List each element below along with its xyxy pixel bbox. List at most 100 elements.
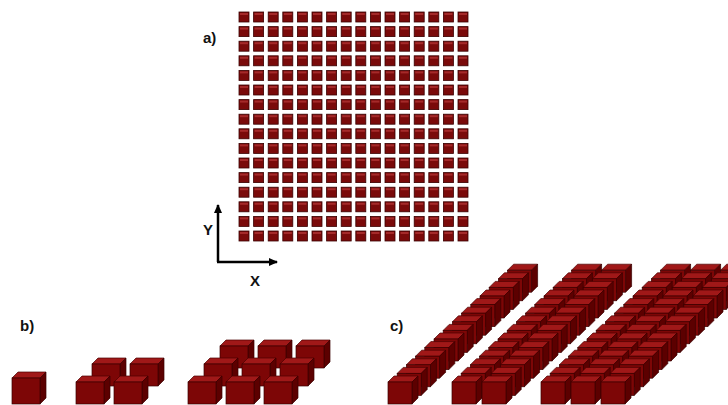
square-highlight	[298, 28, 306, 30]
grid-square	[239, 143, 249, 153]
square-highlight	[357, 232, 365, 234]
grid-square	[341, 41, 351, 51]
grid-square	[312, 187, 322, 197]
square-highlight	[430, 188, 438, 190]
grid-square	[370, 231, 380, 241]
grid-square	[370, 41, 380, 51]
grid-square	[341, 27, 351, 37]
cube-side	[486, 307, 492, 335]
square-highlight	[357, 174, 365, 176]
square-highlight	[444, 28, 452, 30]
square-highlight	[342, 42, 350, 44]
square-highlight	[430, 71, 438, 73]
cube-side	[565, 376, 571, 404]
square-highlight	[459, 159, 467, 161]
square-highlight	[240, 232, 248, 234]
square-highlight	[401, 42, 409, 44]
grid-square	[239, 187, 249, 197]
grid-square	[429, 114, 439, 124]
square-highlight	[342, 217, 350, 219]
square-highlight	[386, 13, 394, 15]
grid-square	[239, 12, 249, 22]
grid-square	[356, 231, 366, 241]
grid-square	[268, 173, 278, 183]
square-highlight	[240, 188, 248, 190]
grid-square	[356, 27, 366, 37]
square-highlight	[284, 86, 292, 88]
grid-square	[443, 56, 453, 66]
grid-square	[400, 158, 410, 168]
grid-square	[239, 173, 249, 183]
square-highlight	[415, 188, 423, 190]
square-highlight	[444, 130, 452, 132]
square-highlight	[342, 174, 350, 176]
grid-square	[312, 85, 322, 95]
square-highlight	[269, 86, 277, 88]
square-highlight	[255, 203, 263, 205]
square-highlight	[284, 42, 292, 44]
cube-side	[689, 316, 695, 344]
grid-square	[458, 114, 468, 124]
square-highlight	[430, 144, 438, 146]
square-highlight	[459, 101, 467, 103]
square-highlight	[430, 101, 438, 103]
grid-square	[458, 187, 468, 197]
grid-square	[327, 114, 337, 124]
grid-square	[341, 143, 351, 153]
grid-square	[327, 100, 337, 110]
grid-square	[268, 202, 278, 212]
square-highlight	[284, 28, 292, 30]
square-highlight	[298, 217, 306, 219]
grid-square	[327, 187, 337, 197]
grid-square	[239, 216, 249, 226]
cube-side	[671, 333, 677, 361]
grid-square	[312, 70, 322, 80]
grid-square	[458, 143, 468, 153]
grid-square	[312, 56, 322, 66]
cube-side	[595, 376, 601, 404]
square-highlight	[240, 130, 248, 132]
grid-square	[268, 143, 278, 153]
cube-front	[388, 382, 412, 404]
square-highlight	[342, 159, 350, 161]
grid-square	[443, 158, 453, 168]
square-highlight	[328, 42, 336, 44]
square-highlight	[284, 217, 292, 219]
square-highlight	[415, 115, 423, 117]
grid-square	[458, 70, 468, 80]
square-highlight	[444, 71, 452, 73]
square-highlight	[415, 42, 423, 44]
square-highlight	[240, 159, 248, 161]
square-highlight	[357, 203, 365, 205]
grid-square	[297, 114, 307, 124]
grid-square	[268, 85, 278, 95]
grid-square	[239, 56, 249, 66]
x-axis	[217, 261, 277, 264]
square-highlight	[240, 13, 248, 15]
grid-square	[297, 216, 307, 226]
grid-square	[327, 158, 337, 168]
grid-square	[254, 12, 264, 22]
square-highlight	[284, 144, 292, 146]
cube-side	[589, 299, 595, 327]
square-highlight	[269, 203, 277, 205]
grid-square	[429, 187, 439, 197]
grid-square	[312, 114, 322, 124]
grid-square	[356, 85, 366, 95]
square-highlight	[240, 71, 248, 73]
cube-side	[430, 359, 436, 387]
grid-square	[429, 56, 439, 66]
grid-square	[370, 100, 380, 110]
cube-front	[114, 382, 142, 404]
grid-square	[356, 202, 366, 212]
grid-square	[356, 100, 366, 110]
grid-square	[458, 216, 468, 226]
square-highlight	[430, 13, 438, 15]
square-highlight	[386, 232, 394, 234]
grid-square	[458, 41, 468, 51]
grid-square	[254, 216, 264, 226]
square-highlight	[240, 101, 248, 103]
square-highlight	[313, 188, 321, 190]
square-highlight	[415, 13, 423, 15]
cube-side	[522, 273, 528, 301]
